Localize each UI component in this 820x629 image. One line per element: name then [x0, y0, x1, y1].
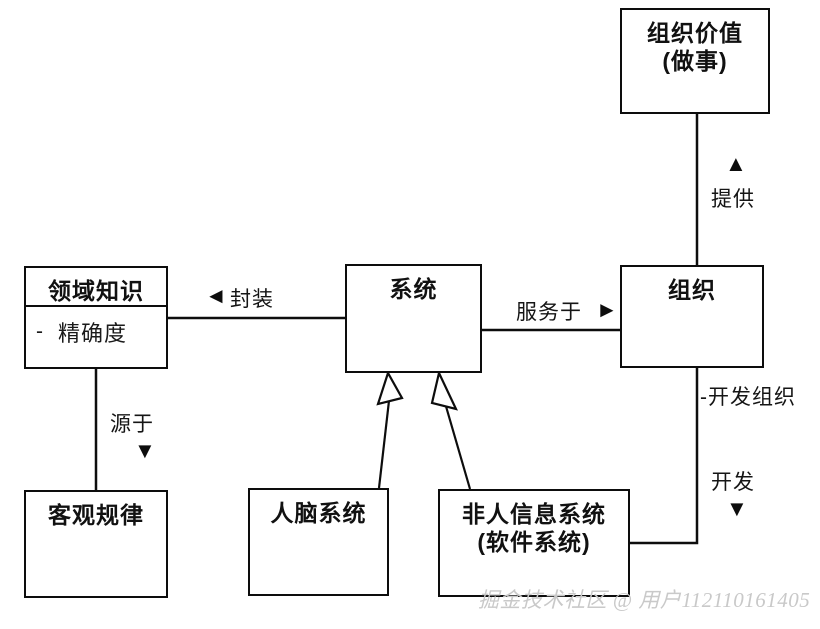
connector-develops: [630, 368, 699, 545]
class-title-software-system: 非人信息系统 (软件系统): [462, 501, 606, 556]
class-attribute-row: - 精确度: [26, 305, 166, 357]
class-title-objective-law: 客观规律: [48, 502, 144, 528]
class-title-org-value: 组织价值 (做事): [647, 20, 743, 75]
attribute-visibility-marker: -: [36, 320, 44, 344]
arrow-develops: ▼: [726, 496, 748, 521]
edge-label-encapsulate: 封装: [230, 288, 274, 311]
class-box-organization[interactable]: 组织: [620, 265, 764, 368]
generalization-arrowhead-brain: [376, 370, 404, 406]
edge-label-originates: 源于: [110, 413, 154, 436]
connector-software-generalization: [441, 395, 472, 490]
class-box-domain-knowledge[interactable]: 领域知识 - 精确度: [24, 266, 168, 369]
class-box-org-value[interactable]: 组织价值 (做事): [620, 8, 770, 114]
class-box-brain-system[interactable]: 人脑系统: [248, 488, 389, 596]
edge-label-develops: 开发: [711, 471, 755, 494]
connector-brain-generalization: [377, 391, 392, 489]
edge-role-develops: -开发组织: [700, 386, 796, 409]
generalization-arrowhead-software: [430, 369, 458, 411]
attribute-name: 精确度: [58, 321, 128, 347]
arrow-originates: ▼: [134, 438, 156, 463]
arrow-provides: ▲: [725, 151, 747, 176]
class-box-system[interactable]: 系统: [345, 264, 482, 373]
watermark-text: 掘金技术社区 @ 用户112110161405: [478, 588, 811, 612]
arrow-encapsulate: ◄: [205, 283, 227, 308]
class-title-domain-knowledge: 领域知识: [48, 278, 144, 304]
class-box-objective-law[interactable]: 客观规律: [24, 490, 168, 598]
class-box-software-system[interactable]: 非人信息系统 (软件系统): [438, 489, 630, 597]
arrow-serves: ►: [596, 297, 618, 322]
class-title-system: 系统: [389, 276, 438, 302]
class-title-brain-system: 人脑系统: [270, 500, 367, 526]
class-title-organization: 组织: [668, 277, 716, 303]
edge-label-provides: 提供: [711, 188, 755, 211]
edge-label-serves: 服务于: [516, 301, 582, 324]
